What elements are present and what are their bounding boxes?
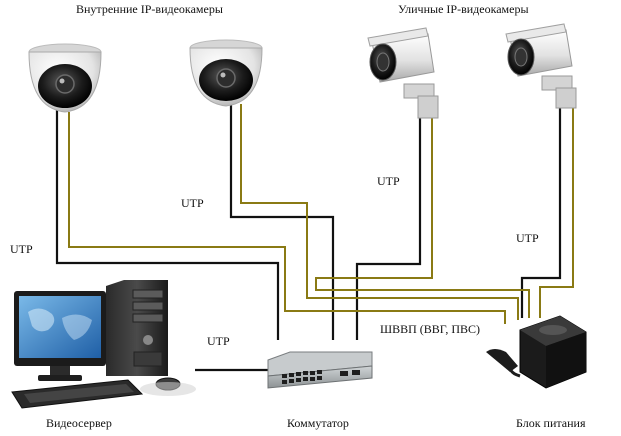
indoor-camera-1 — [28, 43, 102, 113]
cable-bullet1-data — [355, 118, 422, 340]
network-switch — [267, 351, 373, 389]
outdoor-camera-1 — [367, 27, 439, 119]
server-tower — [106, 280, 168, 376]
cable-dome1-power — [68, 112, 506, 324]
cable-dome1-data — [55, 106, 280, 340]
cable-dome2-data — [229, 104, 335, 340]
indoor-camera-2 — [189, 39, 263, 107]
utp-label-right-lower: UTP — [516, 231, 539, 245]
utp-label-left: UTP — [10, 242, 33, 256]
switch-label: Коммутатор — [287, 416, 349, 430]
power-cables — [68, 104, 574, 324]
cable-bullet2-data — [520, 108, 562, 318]
video-server-label: Видеосервер — [46, 416, 112, 430]
outdoor-camera-2 — [505, 23, 577, 109]
video-server — [11, 280, 196, 409]
utp-label-right-upper: UTP — [377, 174, 400, 188]
cable-bullet1-power — [315, 118, 530, 318]
power-supply-label: Блок питания — [516, 416, 586, 430]
power-supply — [486, 315, 587, 389]
cable-bullet2-power — [539, 108, 574, 318]
utp-label-server: UTP — [207, 334, 230, 348]
server-monitor — [14, 291, 106, 381]
utp-label-middle: UTP — [181, 196, 204, 210]
cable-dome2-power — [240, 104, 519, 320]
outdoor-cameras-heading: Уличные IP-видеокамеры — [398, 2, 529, 16]
power-cable-label: ШВВП (ВВГ, ПВС) — [380, 322, 481, 336]
indoor-cameras-heading: Внутренние IP-видеокамеры — [76, 2, 223, 16]
